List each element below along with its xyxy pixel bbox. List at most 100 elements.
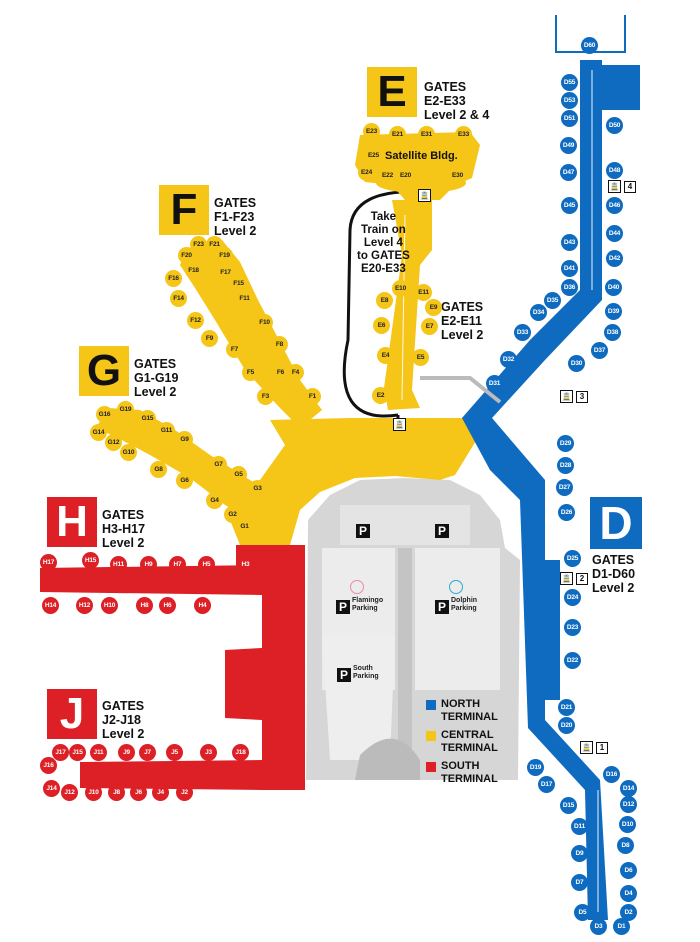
- gate-f4: F4: [287, 364, 304, 381]
- concourse-e-lower-range: E2-E11: [441, 314, 483, 328]
- legend-label: CENTRAL: [441, 729, 494, 741]
- train-note-line: Train on: [361, 224, 406, 236]
- gate-j18: J18: [232, 744, 249, 761]
- concourse-j-gates: GATES: [102, 699, 145, 713]
- train-station-number: 1: [596, 741, 608, 754]
- concourse-g-info: GATES G1-G19 Level 2: [134, 357, 178, 399]
- gate-f20: F20: [178, 247, 195, 264]
- gate-d8: D8: [617, 837, 634, 854]
- gate-g2: G2: [224, 506, 241, 523]
- gate-h3: H3: [237, 556, 254, 573]
- gate-d51: D51: [561, 110, 578, 127]
- gate-g4: G4: [206, 492, 223, 509]
- legend-swatch: [426, 731, 436, 741]
- gate-g7: G7: [210, 456, 227, 473]
- gate-d12: D12: [620, 796, 637, 813]
- gate-d28: D28: [557, 457, 574, 474]
- gate-e30: E30: [449, 167, 466, 184]
- parking-label-line: Dolphin: [451, 597, 478, 604]
- train-icon: 🚊: [418, 189, 431, 202]
- concourse-h-info: GATES H3-H17 Level 2: [102, 508, 145, 550]
- train-station-2: 🚊2: [560, 572, 588, 585]
- gate-d14: D14: [620, 780, 637, 797]
- concourse-d-level: Level 2: [592, 581, 635, 595]
- concourse-g-gates: GATES: [134, 357, 177, 371]
- parking-label-line: Parking: [352, 605, 378, 612]
- gate-d33: D33: [514, 324, 531, 341]
- gate-e31: E31: [418, 126, 435, 143]
- concourse-h-level: Level 2: [102, 536, 145, 550]
- train-station-number: 3: [576, 390, 588, 403]
- gate-j14: J14: [43, 780, 60, 797]
- gate-f3: F3: [257, 388, 274, 405]
- train-note-line: E20-E33: [361, 263, 406, 275]
- gate-d38: D38: [604, 324, 621, 341]
- concourse-f-range: F1-F23: [214, 210, 255, 224]
- gate-h4: H4: [194, 597, 211, 614]
- concourse-h-gates: GATES: [102, 508, 145, 522]
- train-station-number: 4: [624, 180, 636, 193]
- gate-j8: J8: [108, 784, 125, 801]
- gate-h7: H7: [169, 556, 186, 573]
- parking-label-line: Parking: [451, 605, 477, 612]
- concourse-d-gates: GATES: [592, 553, 635, 567]
- gate-d17: D17: [538, 776, 555, 793]
- gate-d36: D36: [561, 279, 578, 296]
- parking-icon: P: [356, 524, 370, 538]
- gate-d32: D32: [500, 351, 517, 368]
- direction-lines: [401, 70, 599, 912]
- gate-h6: H6: [159, 597, 176, 614]
- legend-swatch: [426, 762, 436, 772]
- concourse-d-badge: D: [590, 497, 642, 549]
- concourse-g-range: G1-G19: [134, 371, 179, 385]
- central-terminal: [96, 132, 490, 545]
- satellite-building-label: Satellite Bldg.: [385, 150, 458, 162]
- gate-e23: E23: [363, 123, 380, 140]
- concourse-e-badge: E: [367, 67, 417, 117]
- train-icon: 🚊: [560, 572, 573, 585]
- gate-g19: G19: [117, 401, 134, 418]
- gate-d53: D53: [561, 92, 578, 109]
- gate-g14: G14: [90, 424, 107, 441]
- legend-label: NORTH: [441, 698, 481, 710]
- legend-label: SOUTH: [441, 760, 480, 772]
- concourse-j-range: J2-J18: [102, 713, 141, 727]
- gate-f6: F6: [272, 364, 289, 381]
- gate-g16: G16: [96, 406, 113, 423]
- gate-d25: D25: [564, 550, 581, 567]
- gate-d4: D4: [620, 885, 637, 902]
- gate-e21: E21: [389, 126, 406, 143]
- gate-f15: F15: [230, 275, 247, 292]
- gate-f16: F16: [165, 270, 182, 287]
- parking-label-line: Parking: [353, 673, 379, 680]
- gate-f9: F9: [201, 330, 218, 347]
- legend-swatch: [426, 700, 436, 710]
- gate-e8: E8: [376, 292, 393, 309]
- gate-j6: J6: [130, 784, 147, 801]
- gate-j5: J5: [166, 744, 183, 761]
- train-icon: 🚊: [608, 180, 621, 193]
- gate-d19: D19: [527, 759, 544, 776]
- gate-f10: F10: [256, 314, 273, 331]
- gate-d48: D48: [606, 162, 623, 179]
- gate-e25: E25: [365, 147, 382, 164]
- gate-e33: E33: [455, 126, 472, 143]
- gate-j4: J4: [152, 784, 169, 801]
- gate-j9: J9: [118, 744, 135, 761]
- gate-j12: J12: [61, 784, 78, 801]
- parking-icon: P: [435, 600, 449, 614]
- gate-f8: F8: [271, 336, 288, 353]
- gate-d22: D22: [564, 652, 581, 669]
- gate-j3: J3: [200, 744, 217, 761]
- gate-h9: H9: [140, 556, 157, 573]
- gate-f14: F14: [170, 290, 187, 307]
- concourse-d-info: GATES D1-D60 Level 2: [592, 553, 635, 595]
- gate-f1: F1: [304, 388, 321, 405]
- gate-f12: F12: [187, 312, 204, 329]
- concourse-j-level: Level 2: [102, 727, 145, 741]
- gate-d47: D47: [560, 164, 577, 181]
- gate-j17: J17: [52, 744, 69, 761]
